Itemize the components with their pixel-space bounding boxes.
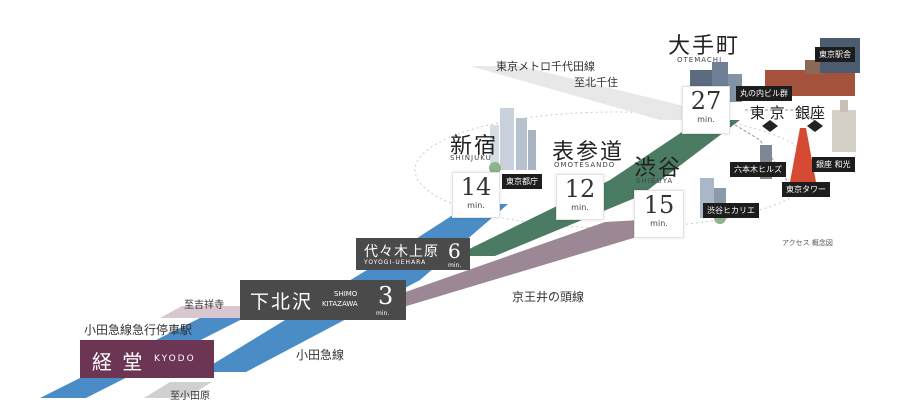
tokyo-name: 東 京 bbox=[750, 104, 785, 122]
shimokitazawa-name: 下北沢 bbox=[250, 291, 314, 313]
kyodo-name: 経 堂 bbox=[92, 350, 145, 374]
shibuya-time: 15 min. bbox=[634, 190, 684, 238]
connector-ginza bbox=[745, 109, 821, 126]
yoyogi-uehara-name: 代々木上原 bbox=[364, 244, 439, 260]
shinjuku-minutes: 14 bbox=[460, 173, 492, 201]
otemachi-roman: OTEMACHI bbox=[677, 56, 723, 64]
inokashira-line-band bbox=[360, 220, 640, 308]
kyodo-box: 経 堂 KYODO bbox=[80, 340, 214, 378]
chiyoda-line-faded bbox=[470, 66, 700, 120]
odakyu-line-label: 小田急線 bbox=[296, 348, 345, 362]
otemachi-time: 27 min. bbox=[682, 86, 730, 134]
shibuya-hikarie-tag: 渋谷ヒカリエ bbox=[703, 203, 759, 218]
otemachi-minutes: 27 bbox=[690, 87, 722, 115]
ginza-wako-building bbox=[832, 100, 856, 152]
omotesando-unit: min. bbox=[571, 203, 589, 212]
ginza-name: 銀座 bbox=[795, 104, 826, 122]
shinjuku-unit: min. bbox=[467, 201, 485, 210]
ginza-marker bbox=[807, 120, 823, 132]
otemachi-name: 大手町 bbox=[668, 34, 741, 59]
ginza-wako-tag: 銀座 和光 bbox=[812, 157, 855, 172]
tokyo-marker bbox=[762, 120, 778, 132]
shimokitazawa-unit: min. bbox=[376, 310, 390, 317]
to-kitasenju-label: 至北千住 bbox=[574, 76, 618, 89]
shimokitazawa-roman-2: KITAZAWA bbox=[322, 300, 358, 308]
inokashira-to-kichijoji bbox=[160, 306, 262, 318]
shibuya-minutes: 15 bbox=[643, 191, 675, 219]
tokyo-metro-line-label: 東京メトロ千代田線 bbox=[496, 60, 595, 73]
diagram-note: アクセス 概念図 bbox=[782, 239, 833, 247]
omotesando-minutes: 12 bbox=[564, 175, 596, 203]
shibuya-unit: min. bbox=[650, 219, 668, 228]
shinjuku-roman: SHINJUKU bbox=[450, 154, 492, 162]
shinjuku-buildings bbox=[489, 108, 536, 174]
yoyogi-uehara-unit: min. bbox=[448, 262, 462, 269]
omotesando-roman: OMOTESANDO bbox=[554, 161, 616, 169]
shibuya-name: 渋谷 bbox=[634, 156, 683, 181]
shimokitazawa-minutes: 3 bbox=[378, 282, 394, 310]
to-odawara-label: 至小田原 bbox=[170, 391, 210, 402]
shimokitazawa-box: 下北沢 SHIMO KITAZAWA 3 min. bbox=[240, 280, 406, 320]
express-stop-label: 小田急線急行停車駅 bbox=[84, 323, 193, 337]
otemachi-unit: min. bbox=[697, 115, 715, 124]
keio-inokashira-label: 京王井の頭線 bbox=[512, 290, 585, 304]
tokyo-tower-tag: 東京タワー bbox=[782, 182, 830, 197]
yoyogi-uehara-roman: YOYOGI-UEHARA bbox=[364, 259, 427, 266]
odakyu-to-odawara bbox=[144, 382, 212, 398]
yoyogi-uehara-minutes: 6 bbox=[448, 239, 461, 263]
shibuya-roman: SHIBUYA bbox=[636, 177, 674, 185]
tokyo-station-tag: 東京駅舎 bbox=[815, 47, 855, 62]
omotesando-name: 表参道 bbox=[552, 140, 625, 165]
shinjuku-time: 14 min. bbox=[452, 172, 500, 218]
to-kichijoji-label: 至吉祥寺 bbox=[184, 300, 224, 311]
tocho-tag: 東京都庁 bbox=[502, 174, 542, 189]
roppongi-hills-tag: 六本木ヒルズ bbox=[730, 162, 786, 177]
kyodo-roman: KYODO bbox=[154, 354, 196, 364]
omotesando-time: 12 min. bbox=[556, 174, 604, 220]
shinjuku-name: 新宿 bbox=[450, 134, 499, 159]
yoyogi-uehara-box: 代々木上原 YOYOGI-UEHARA 6 min. bbox=[356, 238, 470, 270]
marunouchi-tag: 丸の内ビル群 bbox=[736, 86, 792, 101]
shimokitazawa-roman-1: SHIMO bbox=[334, 290, 358, 298]
